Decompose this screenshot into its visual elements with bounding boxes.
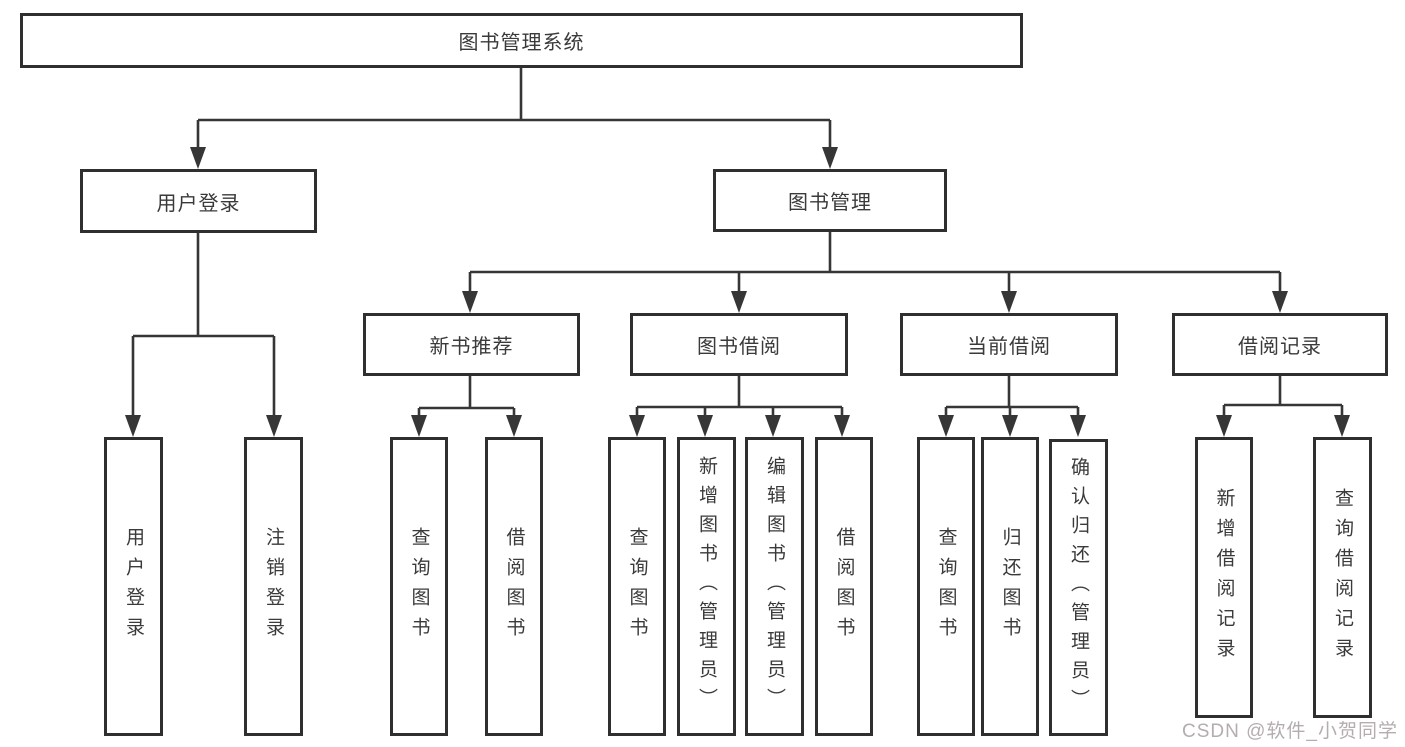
arrow-down-icon: [411, 415, 427, 437]
leaf-edit-books-admin: 编辑图书（管理员）: [745, 437, 804, 736]
leaf-logout: 注销登录: [244, 437, 303, 736]
arrow-down-icon: [506, 415, 522, 437]
arrow-down-icon: [462, 291, 478, 313]
arrow-down-icon: [266, 415, 282, 437]
arrow-down-icon: [731, 291, 747, 313]
node-book-borrow: 图书借阅: [630, 313, 848, 376]
csdn-watermark: CSDN @软件_小贺同学: [1182, 721, 1398, 742]
leaf-borrow-books: 借阅图书: [815, 437, 873, 736]
node-root-library-system: 图书管理系统: [20, 13, 1023, 68]
arrow-down-icon: [190, 147, 206, 169]
leaf-user-login: 用户登录: [104, 437, 163, 736]
arrow-down-icon: [629, 415, 645, 437]
arrow-down-icon: [834, 415, 850, 437]
connector-borrow-records-to-leaves: [1216, 375, 1350, 437]
arrow-down-icon: [765, 415, 781, 437]
leaf-borrow-books-recommend: 借阅图书: [485, 437, 543, 736]
arrow-down-icon: [1002, 415, 1018, 437]
leaf-query-books-borrow: 查询图书: [608, 437, 666, 736]
node-user-login: 用户登录: [80, 169, 317, 233]
connector-book-borrow-to-leaves: [629, 375, 850, 437]
connector-root-to-level2: [190, 68, 838, 169]
arrow-down-icon: [822, 147, 838, 169]
leaf-add-borrow-record: 新增借阅记录: [1195, 437, 1253, 718]
node-new-book-recommend: 新书推荐: [363, 313, 580, 376]
arrow-down-icon: [125, 415, 141, 437]
leaf-query-books-recommend: 查询图书: [390, 437, 448, 736]
arrow-down-icon: [1070, 415, 1086, 437]
connector-user-login-to-leaves: [125, 233, 282, 437]
node-book-management: 图书管理: [713, 169, 947, 232]
leaf-confirm-return-admin: 确认归还（管理员）: [1049, 439, 1108, 736]
leaf-query-books-current: 查询图书: [917, 437, 975, 736]
connector-current-borrow-to-leaves: [938, 375, 1086, 437]
leaf-return-books: 归还图书: [981, 437, 1039, 736]
arrow-down-icon: [1216, 415, 1232, 437]
connector-book-mgmt-to-level3: [462, 232, 1288, 313]
connector-new-book-rec-to-leaves: [411, 375, 522, 437]
arrow-down-icon: [1334, 415, 1350, 437]
node-current-borrow: 当前借阅: [900, 313, 1118, 376]
leaf-add-books-admin: 新增图书（管理员）: [677, 437, 736, 736]
arrow-down-icon: [697, 415, 713, 437]
node-borrow-records: 借阅记录: [1172, 313, 1388, 376]
arrow-down-icon: [1001, 291, 1017, 313]
arrow-down-icon: [1272, 291, 1288, 313]
leaf-query-borrow-record: 查询借阅记录: [1313, 437, 1372, 718]
arrow-down-icon: [938, 415, 954, 437]
